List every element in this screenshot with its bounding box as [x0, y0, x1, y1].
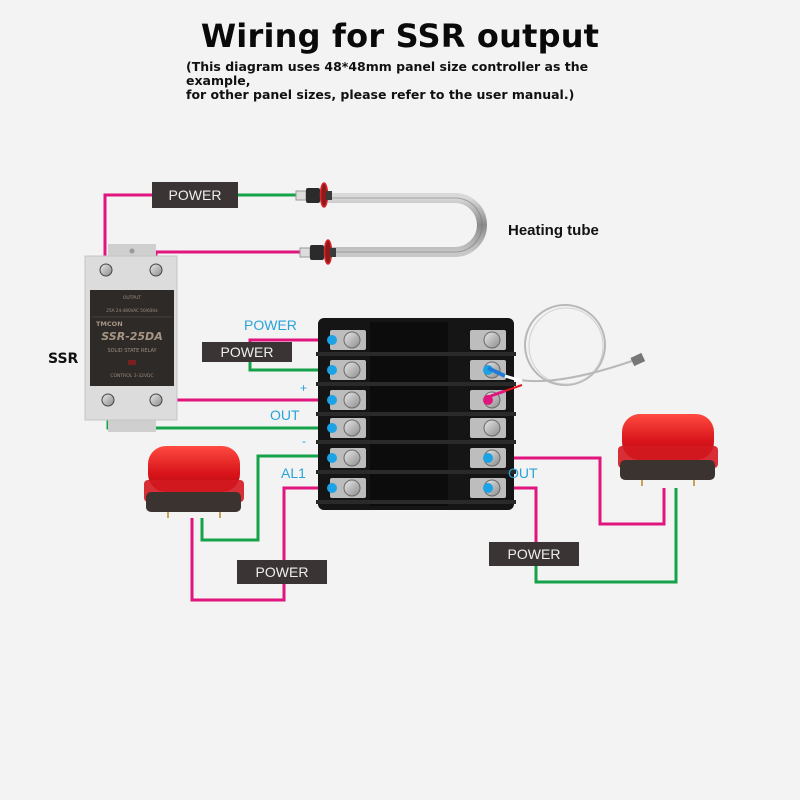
label-minus: -	[302, 434, 306, 448]
terminal-separator	[316, 470, 516, 474]
terminal-connection-dot	[327, 395, 337, 405]
ssr-brand: TMCON	[96, 320, 123, 328]
power-box-heater-label: POWER	[169, 187, 222, 203]
subtitle-line-2: for other panel sizes, please refer to t…	[186, 87, 575, 102]
label-out: OUT	[270, 407, 300, 423]
label-power: POWER	[244, 317, 297, 333]
wire-ssr-to-tube-bottom	[154, 250, 300, 270]
terminal-separator	[316, 500, 516, 504]
subtitle-line-1: (This diagram uses 48*48mm panel size co…	[186, 59, 589, 88]
wire-controller-power-neutral	[248, 360, 330, 372]
wire-al1-live	[282, 486, 330, 560]
label-plus: +	[300, 381, 307, 395]
terminal-screw	[343, 391, 361, 409]
power-box-controller-label: POWER	[221, 344, 274, 360]
terminal-screw	[343, 479, 361, 497]
terminal-separator	[316, 440, 516, 444]
terminal-separator	[316, 382, 516, 386]
terminal-screw	[343, 361, 361, 379]
power-box-heater: POWER	[152, 182, 238, 208]
terminal-separator	[316, 412, 516, 416]
ssr-label: SSR	[48, 351, 79, 367]
terminal-labels: POWER + OUT - AL1 OUT	[244, 317, 538, 481]
terminal-connection-dot	[327, 483, 337, 493]
terminal-screw	[343, 419, 361, 437]
label-al1: AL1	[281, 465, 306, 481]
ssr-output-label: OUTPUT	[123, 295, 142, 301]
page-subtitle: (This diagram uses 48*48mm panel size co…	[186, 60, 656, 102]
ssr-type: SOLID STATE RELAY	[107, 348, 157, 354]
terminal-connection-dot	[327, 365, 337, 375]
terminal-rows	[316, 330, 516, 504]
heating-tube-label: Heating tube	[508, 222, 599, 239]
terminal-connection-dot	[327, 423, 337, 433]
power-box-controller: POWER	[202, 342, 292, 362]
page-title: Wiring for SSR output	[200, 17, 600, 55]
ssr-rating: 25A 24-480VAC 50/60Hz	[106, 308, 158, 313]
terminal-screw	[343, 331, 361, 349]
terminal-screw	[483, 419, 501, 437]
terminal-connection-dot	[327, 335, 337, 345]
alarm-light-left	[144, 446, 244, 518]
controller	[316, 318, 516, 510]
terminal-connection-dot	[327, 453, 337, 463]
power-box-alarm-right: POWER	[489, 542, 579, 566]
wire-right-alarm-power	[534, 488, 678, 584]
terminal-connection-dot	[483, 483, 493, 493]
ssr-relay: OUTPUT 25A 24-480VAC 50/60Hz TMCON SSR-2…	[84, 244, 178, 432]
label-right-out: OUT	[508, 465, 538, 481]
power-box-alarm-left: POWER	[237, 560, 327, 584]
ssr-control-label: CONTROL 3-32VDC	[110, 373, 153, 379]
terminal-screw	[343, 449, 361, 467]
terminal-separator	[316, 352, 516, 356]
terminal-screw	[483, 331, 501, 349]
terminal-connection-dot	[483, 453, 493, 463]
wire-left-alarm-power	[190, 518, 286, 602]
thermocouple-probe	[487, 304, 646, 399]
wire-right-out-1	[486, 456, 666, 526]
wire-al1-neutral	[200, 454, 330, 542]
power-box-alarm-left-label: POWER	[256, 564, 309, 580]
alarm-light-right	[618, 414, 718, 486]
ssr-model: SSR-25DA	[101, 330, 162, 343]
wire-ssr-to-heater-power	[103, 193, 152, 270]
heating-tube	[295, 182, 487, 265]
power-box-alarm-right-label: POWER	[508, 546, 561, 562]
